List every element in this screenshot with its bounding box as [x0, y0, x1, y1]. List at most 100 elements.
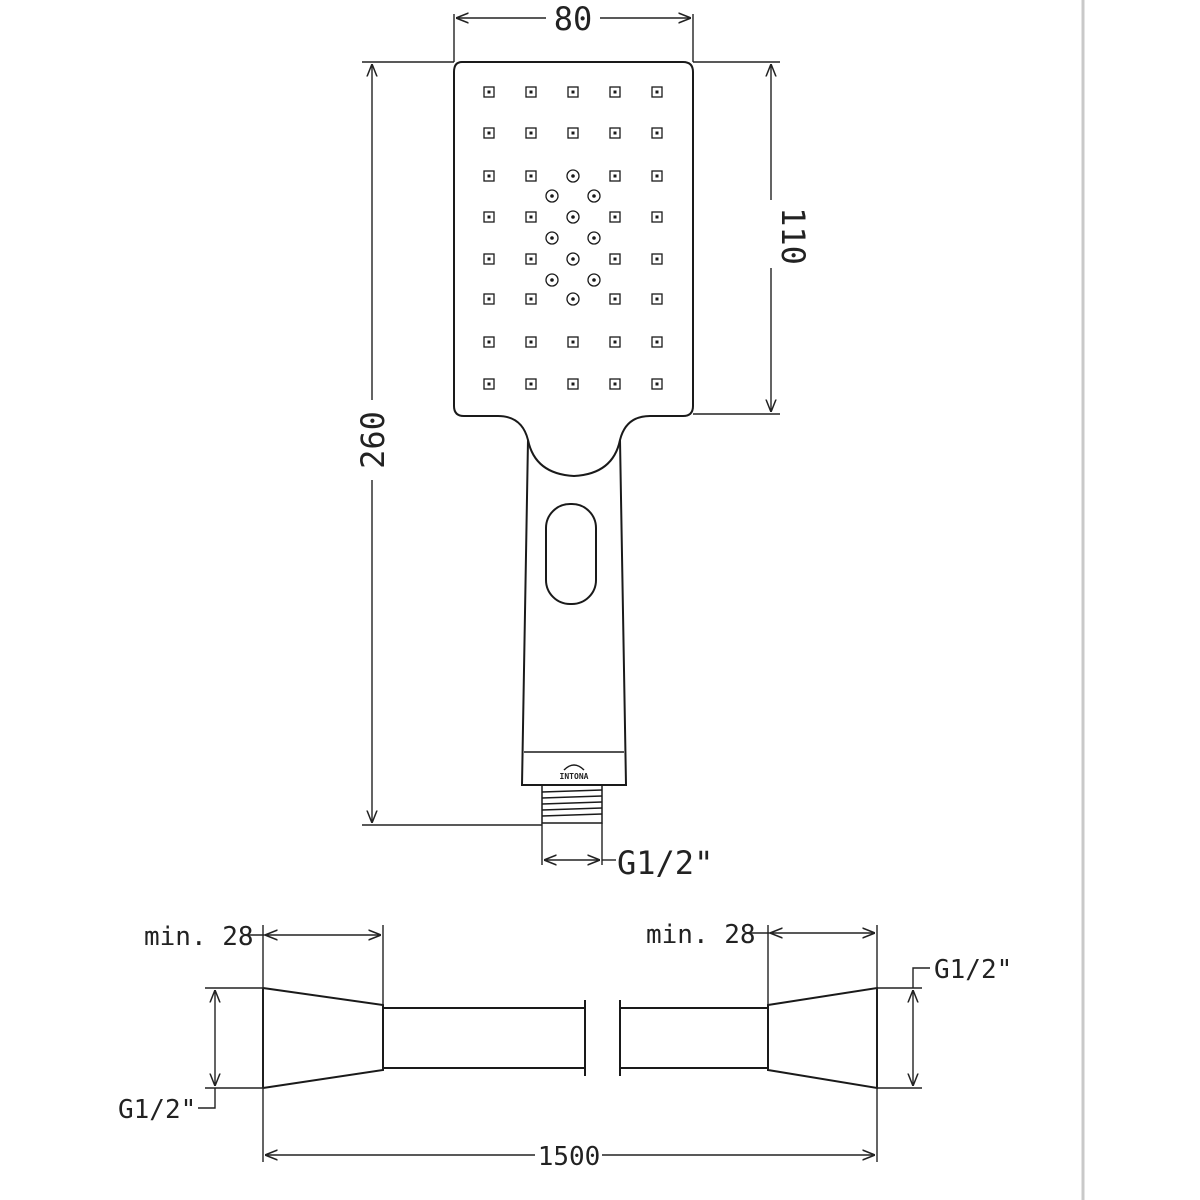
- spray-button: [545, 503, 597, 605]
- nozzle-round: [566, 252, 580, 266]
- nozzle-square: [651, 86, 663, 98]
- nozzle-square: [525, 378, 537, 390]
- nozzle-dot: [487, 131, 491, 135]
- nozzle-square: [483, 211, 495, 223]
- nozzle-square: [609, 127, 621, 139]
- nozzle-square: [567, 86, 579, 98]
- nozzle-dot: [529, 382, 533, 386]
- brand-logo: INTONA: [560, 764, 589, 781]
- nozzle-dot: [571, 340, 575, 344]
- nozzle-dot: [613, 382, 617, 386]
- head-height-label: 110: [774, 207, 812, 265]
- nozzle-dot: [529, 215, 533, 219]
- hose-left-tube: [383, 1007, 585, 1069]
- nozzle-round-dot: [550, 194, 554, 198]
- nozzle-dot: [571, 90, 575, 94]
- nozzle-round: [545, 231, 559, 245]
- nozzle-dot: [529, 131, 533, 135]
- dim-right-min: min. 28: [646, 920, 878, 1162]
- nozzle-round: [566, 292, 580, 306]
- nozzle-round: [587, 189, 601, 203]
- dim-left-min: min. 28: [144, 922, 384, 1162]
- nozzle-round: [545, 273, 559, 287]
- right-min-label: min. 28: [646, 920, 756, 950]
- nozzle-dot: [655, 257, 659, 261]
- nozzle-dot: [655, 90, 659, 94]
- nozzle-dot: [613, 340, 617, 344]
- right-thread-label: G1/2": [934, 955, 1012, 985]
- hose-left-end: [262, 987, 384, 1089]
- nozzle-square: [567, 336, 579, 348]
- nozzle-dot: [571, 131, 575, 135]
- nozzle-round-dot: [592, 278, 596, 282]
- nozzle-dot: [529, 297, 533, 301]
- total-height-label: 260: [354, 411, 392, 469]
- nozzle-square: [567, 127, 579, 139]
- nozzle-square: [483, 127, 495, 139]
- nozzle-square: [483, 86, 495, 98]
- nozzle-dot: [655, 297, 659, 301]
- nozzle-square: [651, 336, 663, 348]
- dim-connector: G1/2": [541, 823, 713, 882]
- nozzle-dot: [487, 215, 491, 219]
- nozzle-dot: [613, 174, 617, 178]
- nozzle-square: [651, 170, 663, 182]
- length-label: 1500: [538, 1142, 601, 1172]
- nozzle-square: [651, 293, 663, 305]
- nozzle-square: [567, 378, 579, 390]
- nozzle-round-dot: [571, 174, 575, 178]
- nozzle-dot: [613, 297, 617, 301]
- nozzle-square: [483, 336, 495, 348]
- thread-lines: [541, 789, 603, 817]
- nozzle-square: [483, 253, 495, 265]
- nozzle-dot: [655, 340, 659, 344]
- nozzle-grid: [483, 86, 663, 390]
- shower-head: INTONA: [453, 61, 694, 824]
- brand-logo-text: INTONA: [560, 772, 589, 781]
- nozzle-dot: [529, 174, 533, 178]
- hose: [262, 986, 878, 1090]
- hose-right-tube: [620, 1007, 768, 1069]
- nozzle-round-dot: [550, 236, 554, 240]
- nozzle-round-dot: [571, 215, 575, 219]
- hose-right-end: [767, 986, 878, 1090]
- nozzle-square: [609, 86, 621, 98]
- nozzle-dot: [655, 215, 659, 219]
- nozzle-square: [525, 293, 537, 305]
- nozzle-square: [609, 378, 621, 390]
- nozzle-square: [609, 336, 621, 348]
- nozzle-square: [609, 293, 621, 305]
- dim-width: 80: [453, 0, 694, 62]
- dim-left-thread: G1/2": [118, 987, 263, 1125]
- connector-label: G1/2": [617, 844, 713, 882]
- nozzle-square: [525, 211, 537, 223]
- nozzle-dot: [529, 340, 533, 344]
- nozzle-round: [566, 169, 580, 183]
- nozzle-dot: [529, 90, 533, 94]
- nozzle-square: [609, 253, 621, 265]
- nozzle-dot: [487, 382, 491, 386]
- nozzle-round: [545, 189, 559, 203]
- nozzle-square: [651, 127, 663, 139]
- nozzle-square: [483, 378, 495, 390]
- nozzle-dot: [487, 340, 491, 344]
- nozzle-square: [525, 253, 537, 265]
- nozzle-square: [483, 170, 495, 182]
- left-thread-label: G1/2": [118, 1095, 196, 1125]
- nozzle-square: [525, 127, 537, 139]
- nozzle-dot: [655, 131, 659, 135]
- nozzle-dot: [529, 257, 533, 261]
- nozzle-round-dot: [571, 297, 575, 301]
- nozzle-dot: [613, 90, 617, 94]
- nozzle-round: [587, 273, 601, 287]
- nozzle-square: [651, 211, 663, 223]
- nozzle-dot: [571, 382, 575, 386]
- handle-outline: [520, 439, 628, 786]
- nozzle-dot: [487, 257, 491, 261]
- nozzle-dot: [613, 215, 617, 219]
- nozzle-dot: [487, 90, 491, 94]
- nozzle-dot: [613, 257, 617, 261]
- dim-head-height: 110: [693, 61, 812, 415]
- nozzle-square: [525, 86, 537, 98]
